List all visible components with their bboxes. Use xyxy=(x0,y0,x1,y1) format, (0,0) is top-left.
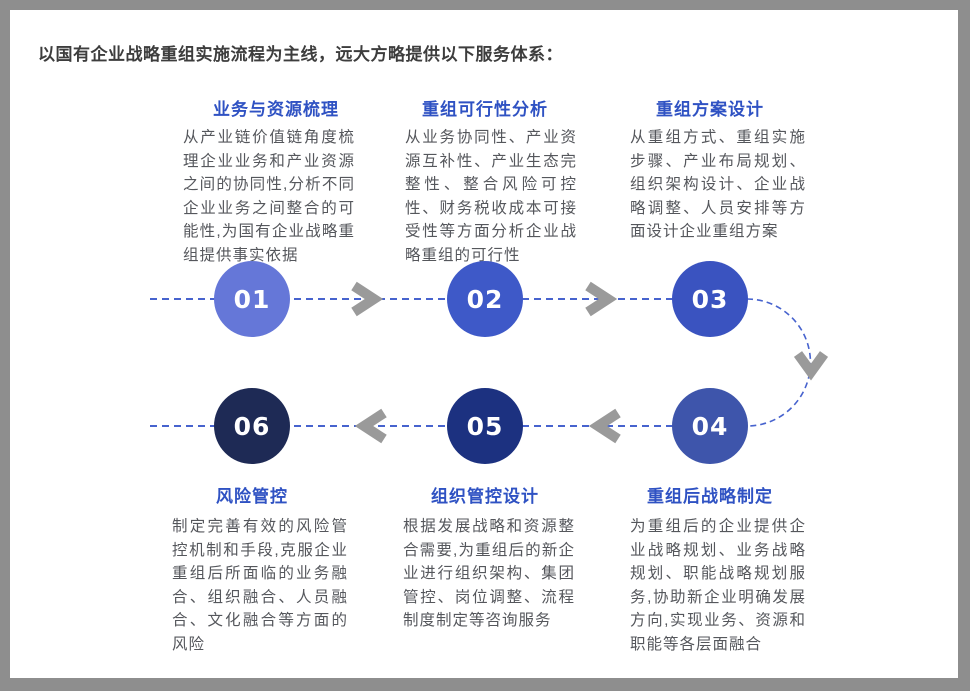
step-02-circle: 02 xyxy=(447,261,523,337)
step-04-number: 04 xyxy=(691,411,729,441)
arrow-left-icon xyxy=(354,408,387,444)
step-01-description: 从产业链价值链角度梳理企业业务和产业资源之间的协同性,分析不同企业业务之间整合的… xyxy=(183,129,355,264)
step-04-title: 重组后战略制定 xyxy=(647,487,773,506)
step-05-description: 根据发展战略和资源整合需要,为重组后的新企业进行组织架构、集团管控、岗位调整、流… xyxy=(403,518,575,629)
step-03-circle: 03 xyxy=(672,261,748,337)
dashed-curve-right xyxy=(746,298,812,427)
arrow-right-icon xyxy=(585,281,618,317)
step-01-circle: 01 xyxy=(214,261,290,337)
step-05-number: 05 xyxy=(466,411,504,441)
step-03-description: 从重组方式、重组实施步骤、产业布局规划、组织架构设计、企业战略调整、人员安排等方… xyxy=(630,129,806,240)
step-06-circle: 06 xyxy=(214,388,290,464)
step-02-description: 从业务协同性、产业资源互补性、产业生态完整性、整合风险可控性、财务税收成本可接受… xyxy=(405,129,577,264)
step-03-number: 03 xyxy=(691,284,729,314)
step-01-number: 01 xyxy=(233,284,271,314)
arrow-right-icon xyxy=(351,281,384,317)
step-06-description: 制定完善有效的风险管控机制和手段,克服企业重组后所面临的业务融合、组织融合、人员… xyxy=(172,518,348,653)
step-01-title: 业务与资源梳理 xyxy=(213,100,339,119)
page-title: 以国有企业战略重组实施流程为主线，远大方略提供以下服务体系： xyxy=(38,45,563,64)
step-06-number: 06 xyxy=(233,411,271,441)
step-02-title: 重组可行性分析 xyxy=(422,100,548,119)
step-04-description: 为重组后的企业提供企业战略规划、业务战略规划、职能战略规划服务,协助新企业明确发… xyxy=(630,518,806,653)
slide-canvas: 以国有企业战略重组实施流程为主线，远大方略提供以下服务体系： 业务与资源梳理 重… xyxy=(10,10,958,678)
step-05-title: 组织管控设计 xyxy=(431,487,539,506)
step-03-title: 重组方案设计 xyxy=(656,100,764,119)
arrow-left-icon xyxy=(588,408,621,444)
step-06-title: 风险管控 xyxy=(216,487,288,506)
step-05-circle: 05 xyxy=(447,388,523,464)
step-04-circle: 04 xyxy=(672,388,748,464)
arrow-down-icon xyxy=(793,351,829,381)
step-02-number: 02 xyxy=(466,284,504,314)
